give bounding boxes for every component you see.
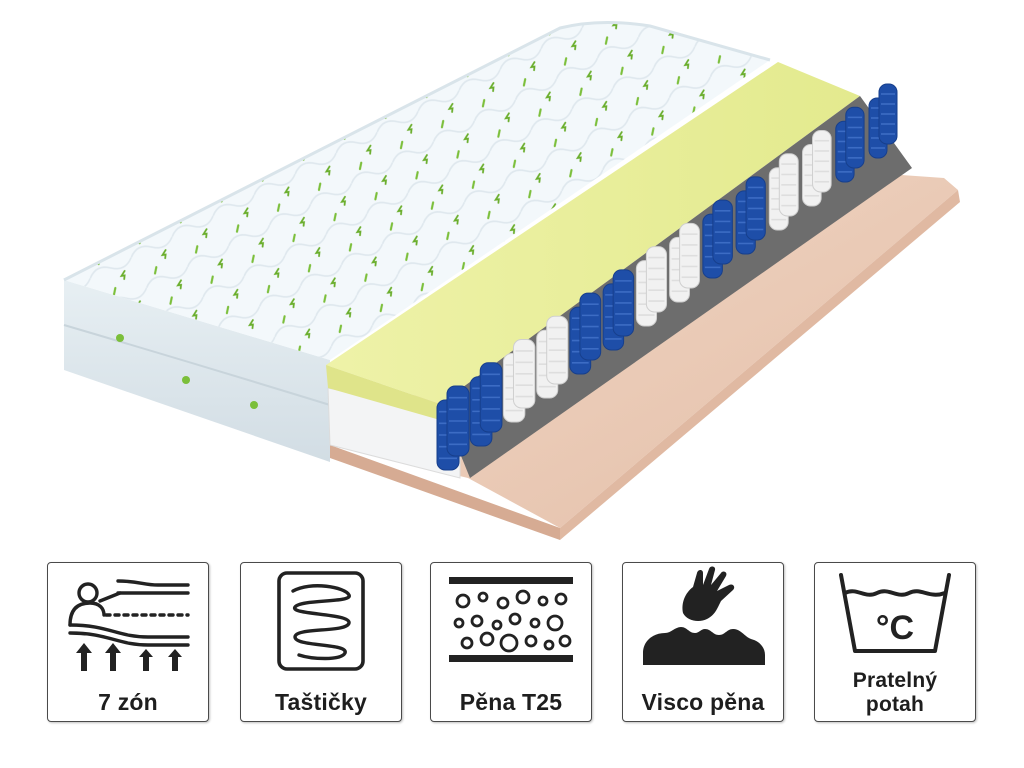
feature-label-line-2: potah	[865, 693, 925, 716]
feature-pocket-springs: Taštičky	[240, 562, 402, 722]
mattress-product-image	[63, 20, 960, 540]
feature-label: Visco pěna	[641, 689, 765, 715]
svg-text:°C: °C	[876, 609, 914, 647]
feature-label: 7 zón	[98, 689, 158, 715]
feature-label: Taštičky	[275, 689, 367, 715]
feature-label: Pěna T25	[459, 689, 563, 715]
feature-seven-zones: 7 zón	[47, 562, 209, 722]
feature-label-line-1: Pratelný	[852, 669, 938, 692]
foam-bubbles-icon	[449, 577, 573, 662]
visco-foam-hand-icon	[643, 566, 765, 665]
seven-zones-icon	[68, 579, 190, 671]
pocket-spring-icon	[277, 571, 365, 671]
washable-cover-icon: °C	[839, 573, 951, 653]
feature-label: Pratelný potah	[815, 669, 975, 717]
feature-foam-t25: Pěna T25	[430, 562, 592, 722]
feature-visco-foam: Visco pěna	[622, 562, 784, 722]
feature-washable-cover: °C Pratelný potah	[814, 562, 976, 722]
